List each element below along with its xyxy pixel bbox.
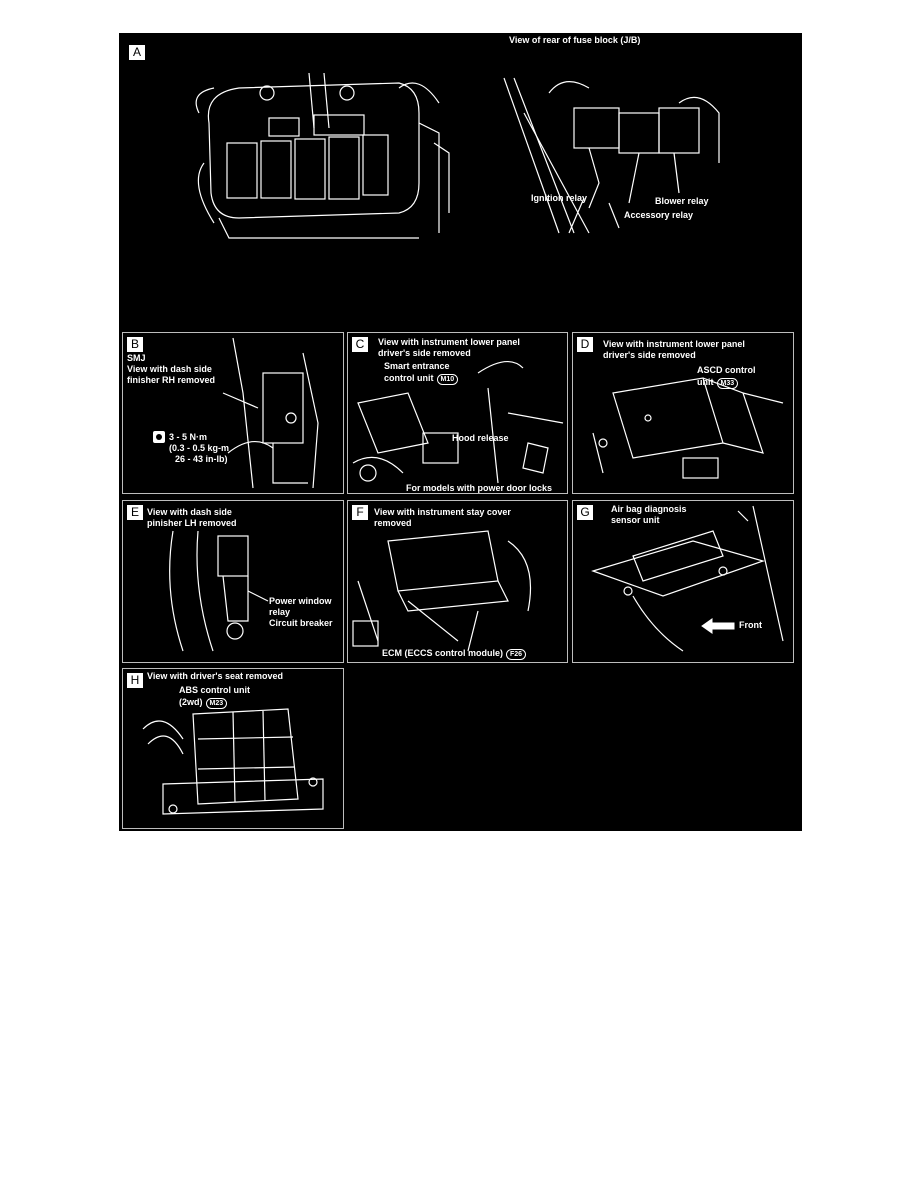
front-label: Front [739,620,762,630]
panel-e-letter: E [127,505,143,520]
panel-d-caption-line1: View with instrument lower panel [603,339,745,349]
connector-m23-badge: M23 [205,698,228,709]
power-door-locks-note: For models with power door locks [406,483,553,493]
panel-h-caption: View with driver's seat removed [147,671,284,681]
torque-wrench-icon [153,431,165,443]
panel-g: G Air bag diagnosis sensor unit Front [572,500,794,663]
panel-b-letter: B [127,337,143,352]
panel-f-letter: F [352,505,368,520]
circuit-breaker-label: Circuit breaker [269,618,333,628]
abs-unit-label-line2: (2wd)M23 [179,697,228,709]
panel-f: F View with instrument stay cover remove… [347,500,568,663]
panel-f-caption-line2: removed [374,518,412,528]
panel-c-letter: C [352,337,368,352]
torque-value-line3: 26 - 43 in-lb) [175,454,228,464]
panel-h-letter: H [127,673,143,688]
panel-e: E View with dash side pinisher LH remove… [122,500,344,663]
front-direction-arrow-icon [701,618,735,634]
smj-label: SMJ [127,353,146,363]
torque-value-line2: (0.3 - 0.5 kg-m [169,443,230,453]
panel-c-caption-line2: driver's side removed [378,348,471,358]
airbag-sensor-illustration [591,505,784,652]
panel-b-caption-line2: finisher RH removed [127,375,216,385]
panel-h: H View with driver's seat removed ABS co… [122,668,344,829]
airbag-sensor-label-line1: Air bag diagnosis [611,504,687,514]
accessory-relay-label: Accessory relay [624,210,694,220]
torque-value-line1: 3 - 5 N·m [169,432,208,442]
panel-d-letter: D [577,337,593,352]
panel-e-caption-line2: pinisher LH removed [147,518,237,528]
blower-relay-label: Blower relay [655,196,709,206]
ignition-relay-label: Ignition relay [531,193,588,203]
panel-b-caption-line1: View with dash side [127,364,212,374]
power-window-illustration [169,530,269,652]
connector-m33-badge: M33 [716,378,739,389]
ascd-label-line1: ASCD control [697,365,756,375]
smart-entrance-illustration [352,361,564,484]
hood-release-label: Hood release [452,433,509,443]
airbag-sensor-label-line2: sensor unit [611,515,660,525]
panel-g-letter: G [577,505,593,520]
ecm-illustration [352,530,531,652]
component-location-sheet: A [119,33,802,831]
panel-a: A [119,33,802,329]
panel-e-caption-line1: View with dash side [147,507,232,517]
panel-c: C View with instrument lower panel drive… [347,332,568,494]
panel-d-caption-line2: driver's side removed [603,350,696,360]
ecm-label: ECM (ECCS control module)F26 [382,648,527,660]
panel-a-letter: A [129,45,145,60]
smj-illustration [222,337,319,489]
panel-c-caption-line1: View with instrument lower panel [378,337,520,347]
abs-unit-illustration [142,708,324,815]
fuse-block-rear-caption: View of rear of fuse block (J/B) [509,35,641,45]
connector-m10-badge: M10 [436,374,459,385]
connector-f26-badge: F26 [506,649,527,660]
power-window-relay-line1: Power window [269,596,332,606]
power-window-relay-line2: relay [269,607,291,617]
abs-unit-label-line1: ABS control unit [179,685,250,695]
panel-f-caption-line1: View with instrument stay cover [374,507,511,517]
fuse-block-illustration [195,72,720,239]
smart-entrance-label-line1: Smart entrance [384,361,450,371]
panel-d: D View with instrument lower panel drive… [572,332,794,494]
panel-b: B SMJ View with dash side finisher RH re… [122,332,344,494]
